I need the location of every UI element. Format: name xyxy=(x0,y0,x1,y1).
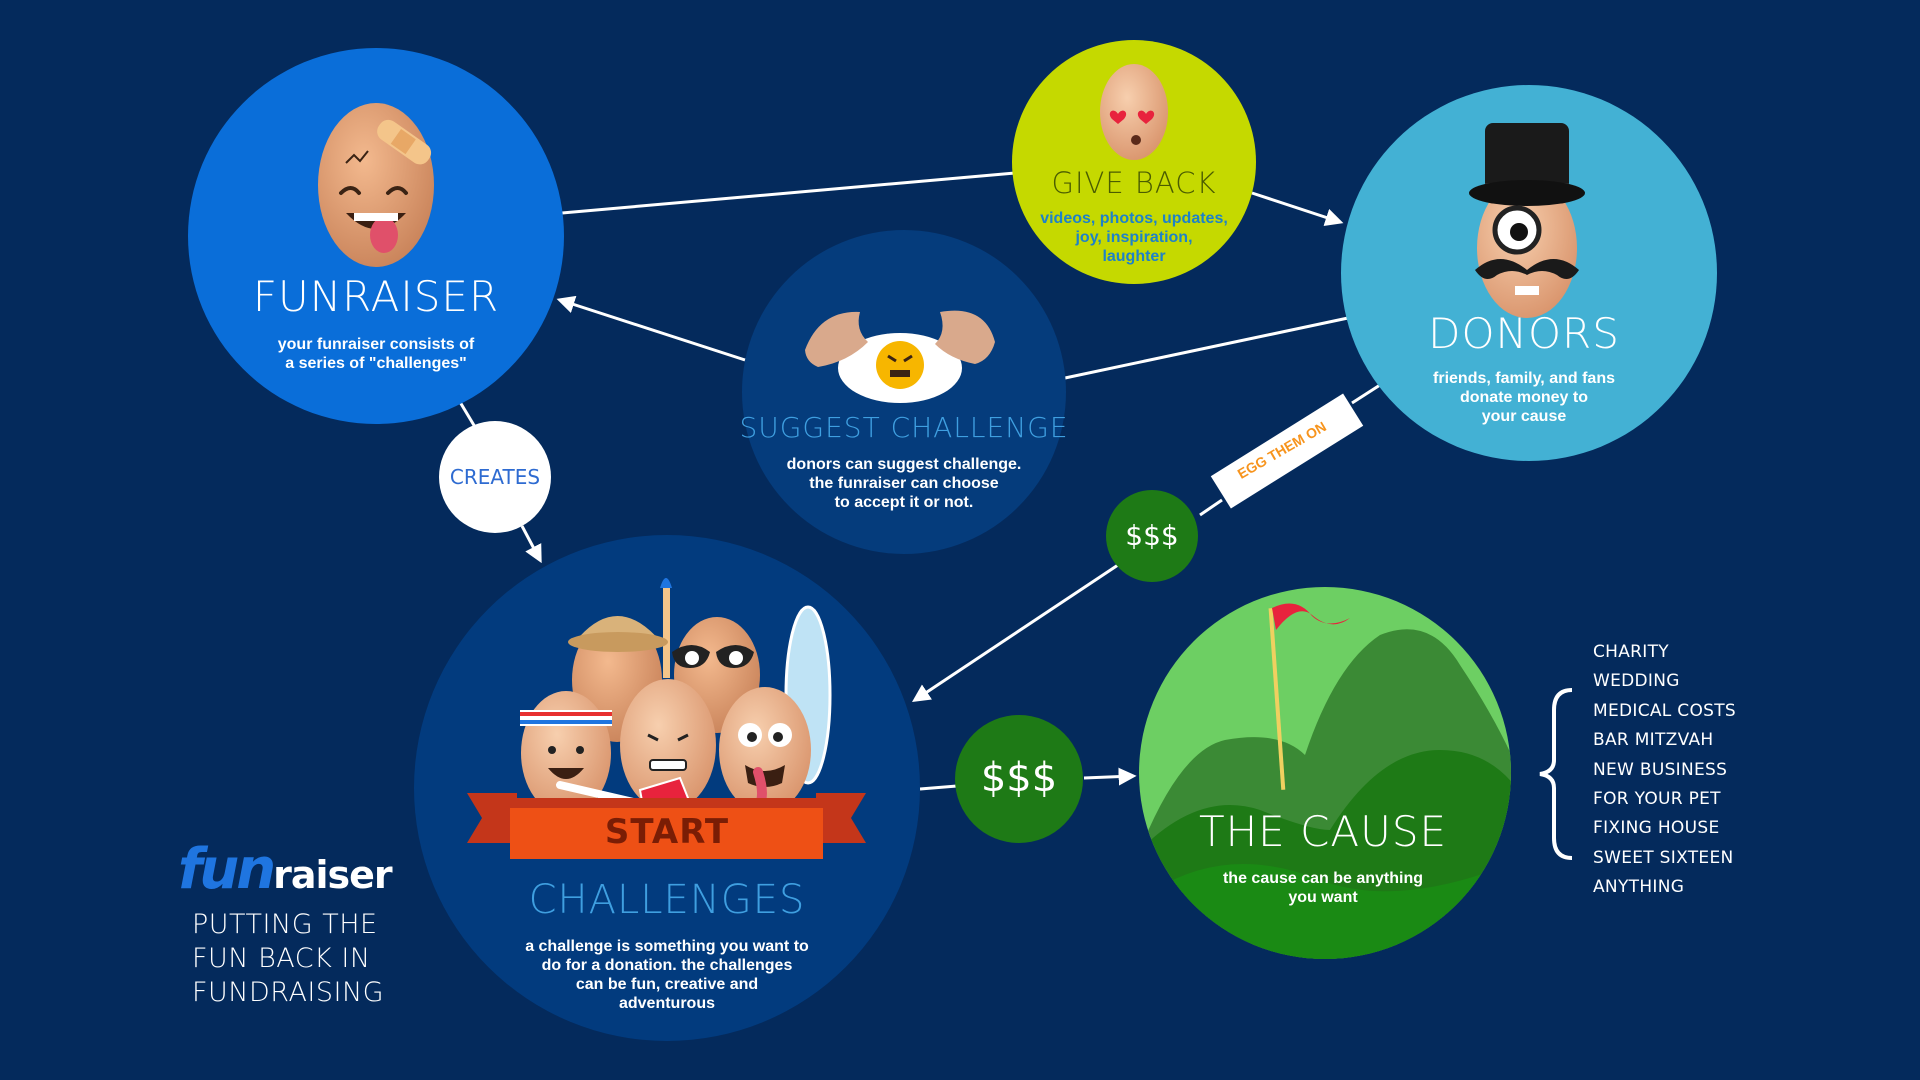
cause-list-item: FIXING HOUSE xyxy=(1593,818,1720,839)
money-large-label: $$$ xyxy=(980,755,1058,801)
creates-to-challenges-arrow xyxy=(520,525,542,564)
give-back-description-line: laughter xyxy=(1102,248,1166,265)
give-back-description-line: joy, inspiration, xyxy=(1075,229,1193,246)
top-hat-monocle-egg-icon xyxy=(1469,123,1585,318)
give-back-description: videos, photos, updates, joy, inspiratio… xyxy=(1004,209,1264,266)
challenges-description: a challenge is something you want to do … xyxy=(467,937,867,1013)
tagline-line: FUN BACK IN xyxy=(192,943,371,974)
donors-description-line: your cause xyxy=(1481,408,1567,425)
creates-label: CREATES xyxy=(449,465,541,489)
challenges-description-line: a challenge is something you want to xyxy=(525,938,809,955)
cause-description-line: the cause can be anything xyxy=(1222,870,1424,887)
money-small-circle xyxy=(1106,490,1198,582)
donors-description: friends, family, and fans donate money t… xyxy=(1324,369,1724,426)
give-back-title: GIVE BACK xyxy=(1051,166,1217,200)
cause-list: CHARITY WEDDING MEDICAL COSTS BAR MITZVA… xyxy=(1593,638,1736,903)
egg-them-on-label-box xyxy=(1210,393,1364,509)
challenges-to-money-line xyxy=(919,784,958,791)
cause-list-item: WEDDING xyxy=(1593,671,1680,692)
funraiser-to-giveback-line xyxy=(561,171,1016,215)
money-to-challenges-arrow xyxy=(912,563,1119,702)
logo-fun-text: fun xyxy=(178,837,276,902)
funraiser-description-line: your funraiser consists of xyxy=(277,336,475,353)
cause-description-line: you want xyxy=(1288,889,1358,906)
cause-list-item: ANYTHING xyxy=(1593,877,1685,898)
funraiser-logo: funraiser xyxy=(178,837,393,902)
logo-raiser-text: raiser xyxy=(273,853,393,897)
cause-list-item: NEW BUSINESS xyxy=(1593,759,1728,780)
give-back-description-line: videos, photos, updates, xyxy=(1040,210,1228,227)
donors-to-suggest-line xyxy=(1064,316,1349,380)
suggest-challenge-title: SUGGEST CHALLENGE xyxy=(739,411,1069,444)
bandaged-egg-icon xyxy=(318,103,434,267)
cause-list-item: SWEET SIXTEEN xyxy=(1593,847,1734,868)
donors-description-line: donate money to xyxy=(1459,389,1588,406)
suggest-description-line: donors can suggest challenge. xyxy=(786,456,1022,473)
creates-circle xyxy=(439,421,551,533)
donors-title: DONORS xyxy=(1428,309,1620,358)
cause-list-item: CHARITY xyxy=(1593,642,1669,662)
eggs-group-icon xyxy=(467,578,866,859)
donors-description-line: friends, family, and fans xyxy=(1433,370,1615,387)
cause-list-item: MEDICAL COSTS xyxy=(1593,700,1737,721)
cause-list-bracket xyxy=(1539,688,1573,860)
cause-description: the cause can be anything you want xyxy=(1123,869,1523,907)
give-back-circle[interactable] xyxy=(1012,40,1256,284)
cause-list-item: BAR MITZVAH xyxy=(1593,730,1714,751)
brand-tagline: PUTTING THE FUN BACK IN FUNDRAISING xyxy=(192,908,384,1010)
challenges-title: CHALLENGES xyxy=(528,877,806,923)
funraiser-description-line: a series of "challenges" xyxy=(285,355,467,372)
suggest-to-funraiser-arrow xyxy=(556,295,746,362)
challenges-description-line: do for a donation. the challenges xyxy=(541,957,793,974)
money-large-circle xyxy=(955,715,1083,843)
connectors xyxy=(458,171,1381,791)
eggthemon-to-money-line xyxy=(1199,498,1223,517)
start-banner-label: START xyxy=(604,812,730,852)
money-to-cause-arrow xyxy=(1083,767,1137,786)
cracked-egg-icon xyxy=(805,310,995,403)
suggest-description-line: the funraiser can choose xyxy=(809,475,999,492)
money-small-label: $$$ xyxy=(1125,519,1179,552)
challenges-description-line: adventurous xyxy=(618,995,715,1012)
giveback-to-donors-arrow xyxy=(1251,191,1344,227)
heart-eyes-egg-icon xyxy=(1100,64,1168,160)
suggest-challenge-description: donors can suggest challenge. the funrai… xyxy=(704,455,1104,512)
tagline-line: PUTTING THE xyxy=(192,909,378,940)
funraiser-title: FUNRAISER xyxy=(252,272,500,321)
donors-to-eggthemon-line xyxy=(1351,383,1381,405)
cause-list-item: FOR YOUR PET xyxy=(1593,788,1721,809)
suggest-description-line: to accept it or not. xyxy=(834,494,974,511)
cause-title: THE CAUSE xyxy=(1198,807,1448,856)
challenges-description-line: can be fun, creative and xyxy=(575,976,759,993)
tagline-line: FUNDRAISING xyxy=(192,977,385,1008)
funraiser-description: your funraiser consists of a series of "… xyxy=(176,335,576,373)
